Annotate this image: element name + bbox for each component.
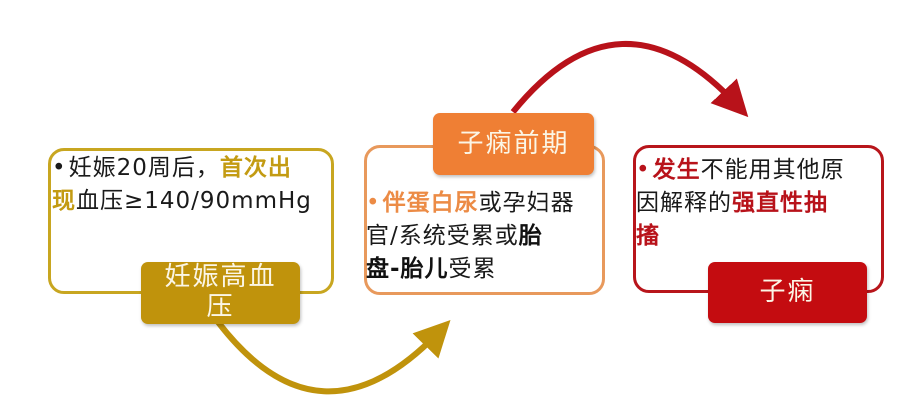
highlight-text: 现	[52, 188, 76, 214]
highlight-text: 首次出	[219, 155, 292, 181]
arrow-preeclampsia-to-eclampsia	[510, 41, 749, 118]
stage-preeclampsia-label: 子痫前期	[433, 113, 594, 175]
highlight-text: 发生	[652, 157, 701, 183]
stage-gestational-hypertension-description: •妊娠20周后，首次出 现血压≥140/90mmHg	[52, 152, 332, 218]
arrow-gestational-to-preeclampsia	[215, 320, 451, 395]
stage-gestational-hypertension-label: 妊娠高血 压	[141, 262, 300, 324]
bold-text: 盘-胎儿	[366, 256, 449, 282]
highlight-text: 伴蛋白尿	[382, 190, 479, 216]
bold-text: 胎	[518, 223, 543, 249]
bullet-icon: •	[636, 157, 651, 183]
bullet-icon: •	[366, 190, 381, 216]
stage-eclampsia-label: 子痫	[708, 262, 867, 323]
stage-preeclampsia-description: •伴蛋白尿或孕妇器 官/系统受累或胎 盘-胎儿受累	[366, 187, 606, 286]
bullet-icon: •	[52, 155, 67, 181]
stage-eclampsia-description: •发生不能用其他原 因解释的强直性抽 搐	[636, 154, 884, 253]
highlight-text: 强直性抽	[732, 190, 828, 216]
highlight-text: 搐	[636, 223, 660, 249]
